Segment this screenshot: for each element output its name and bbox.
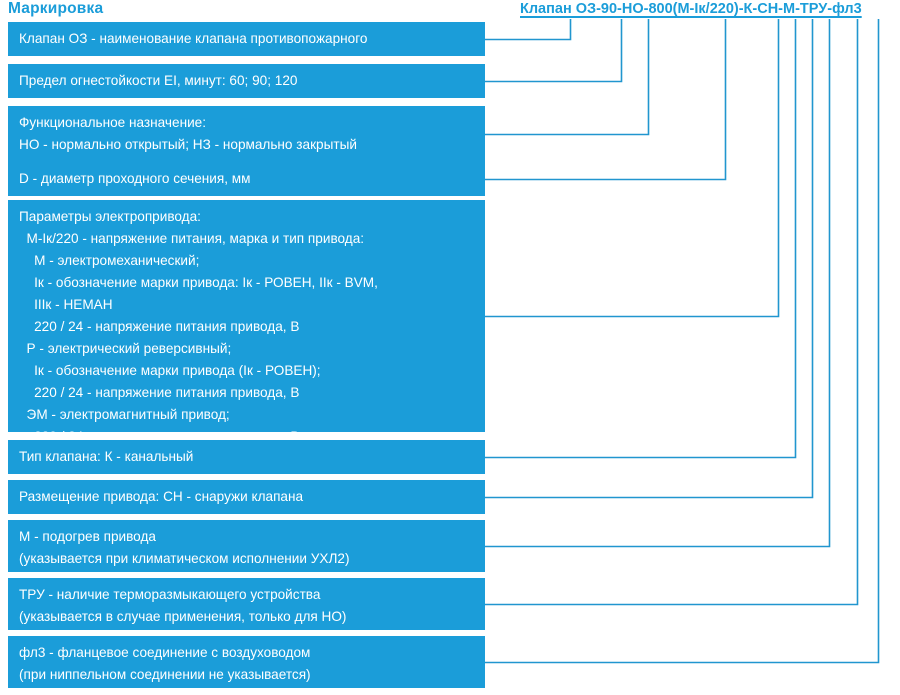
block-line: Р - электрический реверсивный; <box>19 341 232 356</box>
leader-line <box>485 19 572 41</box>
block-line: Предел огнестойкости EI, минут: 60; 90; … <box>19 73 298 88</box>
leader-line <box>485 19 650 136</box>
block-line: D - диаметр проходного сечения, мм <box>19 171 251 186</box>
fire-resistance-block: Предел огнестойкости EI, минут: 60; 90; … <box>8 64 485 98</box>
block-line: Тип клапана: К - канальный <box>19 449 194 464</box>
leader-line <box>485 19 831 548</box>
block-line: М-Iк/220 - напряжение питания, марка и т… <box>19 231 365 246</box>
block-line: НО - нормально открытый; НЗ - нормально … <box>19 137 357 152</box>
valve-type-block: Тип клапана: К - канальный <box>8 440 485 474</box>
block-line: ЭМ - электромагнитный привод; <box>19 407 230 422</box>
thermal-device-block: ТРУ - наличие терморазмыкающего устройст… <box>8 578 485 630</box>
block-line: Клапан ОЗ - наименование клапана противо… <box>19 31 368 46</box>
block-line: 220 / 24 - напряжение питания привода, В <box>19 385 300 400</box>
drive-heating-block: М - подогрев привода (указывается при кли… <box>8 520 485 572</box>
block-line: Iк - обозначение марки привода: Iк - РОВ… <box>19 275 378 290</box>
block-line: Iк - обозначение марки привода (Iк - РОВ… <box>19 363 321 378</box>
block-line: М - электромеханический; <box>19 253 200 268</box>
flange-connection-block: фл3 - фланцевое соединение с воздуховодо… <box>8 636 485 688</box>
block-line: IIIк - НЕМАН <box>19 297 113 312</box>
block-line: ТРУ - наличие терморазмыкающего устройст… <box>19 587 321 602</box>
block-line: (при ниппельном соединении не указываетс… <box>19 667 311 682</box>
leader-line <box>485 19 814 499</box>
drive-placement-block: Размещение привода: СН - снаружи клапана <box>8 480 485 514</box>
block-line: М - подогрев привода <box>19 529 156 544</box>
page-title: Маркировка <box>8 0 104 17</box>
functional-purpose-block: Функциональное назначение: НО - нормально… <box>8 106 485 162</box>
leader-line <box>485 19 797 459</box>
product-designation-string: Клапан ОЗ-90-НО-800(М-Iк/220)-К-СН-М-ТРУ… <box>520 1 862 17</box>
diameter-block: D - диаметр проходного сечения, мм <box>8 162 485 196</box>
leader-line <box>485 19 623 83</box>
leader-line <box>485 19 780 318</box>
valve-name-block: Клапан ОЗ - наименование клапана противо… <box>8 22 485 56</box>
block-line: Функциональное назначение: <box>19 115 207 130</box>
block-line: 220 / 24 - напряжение питания привода, В <box>19 319 300 334</box>
leader-line <box>485 19 859 606</box>
drive-parameters-block: Параметры электропривода: М-Iк/220 - нап… <box>8 200 485 466</box>
leader-line <box>485 19 727 181</box>
block-line: (указывается в случае применения, только… <box>19 609 347 624</box>
leader-line <box>485 19 880 664</box>
block-line: Параметры электропривода: <box>19 209 201 224</box>
block-line: фл3 - фланцевое соединение с воздуховодо… <box>19 645 311 660</box>
block-line: Размещение привода: СН - снаружи клапана <box>19 489 304 504</box>
block-line: (указывается при климатическом исполнени… <box>19 551 350 566</box>
